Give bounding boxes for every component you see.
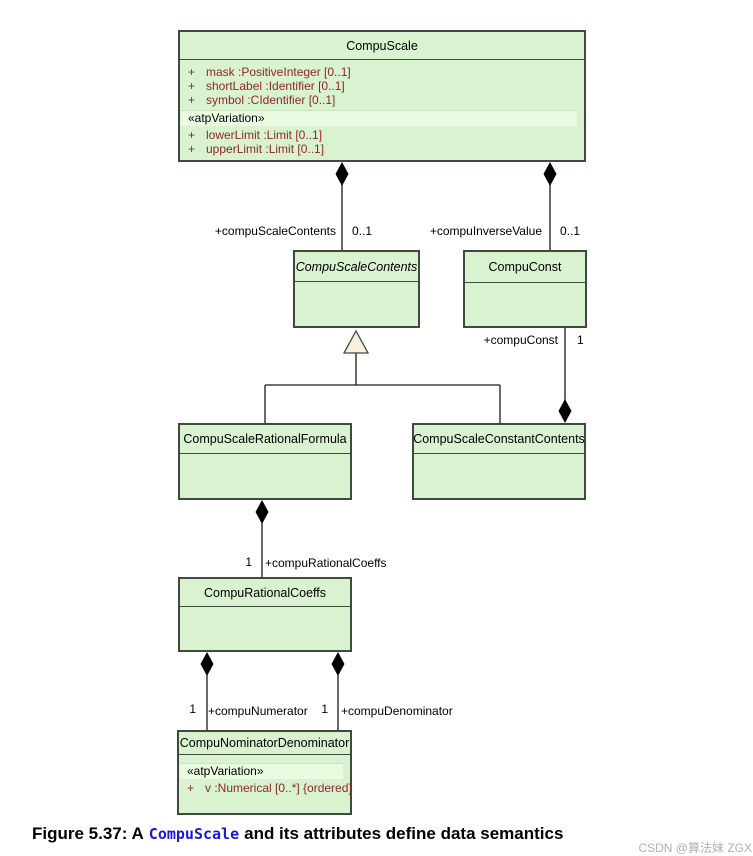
composition-diamond-icon (543, 162, 557, 186)
attribute-text: symbol :CIdentifier [0..1] (206, 93, 336, 107)
class-attribute: + upperLimit :Limit [0..1] (180, 142, 584, 156)
multiplicity-label: 1 (321, 702, 328, 716)
class-attribute: + mask :PositiveInteger [0..1] (180, 65, 584, 79)
class-box-compurationalcoeffs: CompuRationalCoeffs (178, 577, 352, 652)
class-title: CompuScaleConstantContents (413, 425, 585, 454)
class-title: CompuScale (180, 32, 584, 60)
visibility-plus: + (188, 142, 196, 156)
role-label-compunumerator: +compuNumerator (208, 704, 308, 718)
stereotype-atpvariation: «atpVariation» (180, 763, 343, 779)
composition-diamond-icon (335, 162, 349, 186)
class-box-compuconst: CompuConst (463, 250, 587, 328)
caption-class-name: CompuScale (148, 825, 240, 843)
attribute-text: v :Numerical [0..*] {ordered} (205, 781, 353, 795)
class-title: CompuRationalCoeffs (180, 579, 350, 607)
stereotype-atpvariation: «atpVariation» (181, 110, 577, 126)
class-attribute: + symbol :CIdentifier [0..1] (180, 93, 584, 107)
class-box-compunominatordenominator: CompuNominatorDenominator «atpVariation»… (177, 730, 352, 815)
visibility-plus: + (188, 93, 196, 107)
class-box-compuscaleconstantcontents: CompuScaleConstantContents (412, 423, 586, 500)
class-title: CompuNominatorDenominator (179, 732, 350, 755)
multiplicity-label: 1 (189, 702, 196, 716)
multiplicity-label: 1 (245, 555, 252, 569)
attribute-text: lowerLimit :Limit [0..1] (206, 128, 323, 142)
attribute-text: mask :PositiveInteger [0..1] (206, 65, 351, 79)
class-title: CompuScaleContents (295, 252, 418, 282)
role-label-compudenominator: +compuDenominator (341, 704, 453, 718)
class-attribute: + shortLabel :Identifier [0..1] (180, 79, 584, 93)
visibility-plus: + (188, 79, 196, 93)
visibility-plus: + (188, 65, 196, 79)
visibility-plus: + (188, 128, 196, 142)
attribute-text: shortLabel :Identifier [0..1] (206, 79, 345, 93)
visibility-plus: + (187, 781, 195, 795)
generalization-triangle-icon (342, 329, 370, 354)
class-box-compuscale: CompuScale + mask :PositiveInteger [0..1… (178, 30, 586, 162)
class-attribute: + v :Numerical [0..*] {ordered} (179, 781, 353, 795)
composition-diamond-icon (331, 652, 345, 676)
composition-diamond-icon (558, 399, 572, 423)
csdn-watermark: CSDN @算法妹 ZGX (638, 841, 752, 855)
multiplicity-label: 0..1 (560, 224, 581, 238)
caption-prefix: Figure 5.37: A (32, 824, 144, 843)
caption-suffix: and its attributes define data semantics (244, 824, 564, 843)
role-label-compurationalcoeffs: +compuRationalCoeffs (265, 556, 387, 570)
role-label-compuconst: +compuConst (483, 333, 558, 347)
composition-diamond-icon (255, 500, 269, 524)
multiplicity-label: 0..1 (352, 224, 373, 238)
composition-diamond-icon (200, 652, 214, 676)
class-box-compuscalerationalformula: CompuScaleRationalFormula (178, 423, 352, 500)
role-label-compuscalecontents: +compuScaleContents (214, 224, 336, 238)
class-title: CompuScaleRationalFormula (180, 425, 350, 454)
class-title: CompuConst (465, 252, 585, 283)
class-box-compuscalecontents: CompuScaleContents (293, 250, 420, 328)
class-attribute: + lowerLimit :Limit [0..1] (180, 128, 584, 142)
role-label-compuinversevalue: +compuInverseValue (429, 224, 542, 238)
multiplicity-label: 1 (577, 333, 584, 347)
attribute-text: upperLimit :Limit [0..1] (206, 142, 325, 156)
